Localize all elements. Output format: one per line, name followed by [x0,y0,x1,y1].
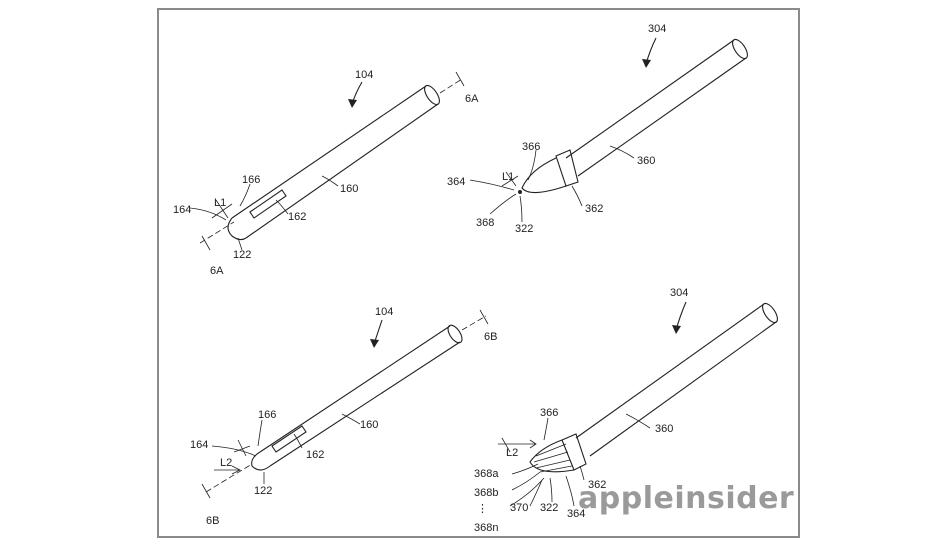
label-L2: L2 [220,457,232,469]
label-370: 370 [510,502,528,514]
stylus-tip-304-top [469,37,748,223]
label-368-top: 368 [476,217,494,229]
label-362-bottom: 362 [588,479,606,491]
stylus-tip-104-bottom [201,309,489,499]
label-122-bottom: 122 [254,485,272,497]
label-122: 122 [233,249,251,261]
stylus-tip-104-top [189,71,465,251]
label-6B-top: 6B [484,331,497,343]
label-368a: 368a [474,468,499,480]
label-322-top: 322 [515,223,533,235]
stylus-tip-304-bottom [498,301,778,507]
label-362-top: 362 [585,203,603,215]
label-162-bottom: 162 [306,449,324,461]
label-L1-right: L1 [502,171,514,183]
label-dots: ⋮ [477,503,488,515]
label-6B-bottom: 6B [206,515,219,527]
label-368b: 368b [474,487,498,499]
label-164: 164 [173,204,191,216]
label-366-bottom: 366 [540,407,558,419]
label-304-bottom: 304 [670,287,688,299]
label-364-top: 364 [447,176,465,188]
label-160: 160 [340,183,358,195]
label-164-bottom: 164 [190,439,208,451]
label-322-bottom: 322 [540,502,558,514]
label-304-top: 304 [648,23,666,35]
label-104: 104 [355,69,373,81]
label-364-bottom: 364 [567,508,585,520]
label-104-bottom: 104 [375,306,393,318]
label-6A-top: 6A [465,93,479,105]
label-L1: L1 [214,197,226,209]
label-366-top: 366 [522,141,540,153]
label-360-bottom: 360 [655,423,673,435]
watermark-logo: appleinsider [578,481,794,516]
label-6A-bottom: 6A [210,265,224,277]
label-162: 162 [288,211,306,223]
label-166-bottom: 166 [258,409,276,421]
label-L2-right: L2 [506,447,518,459]
label-360-top: 360 [637,155,655,167]
label-166: 166 [242,174,260,186]
label-160-bottom: 160 [360,419,378,431]
label-368n: 368n [474,522,498,534]
